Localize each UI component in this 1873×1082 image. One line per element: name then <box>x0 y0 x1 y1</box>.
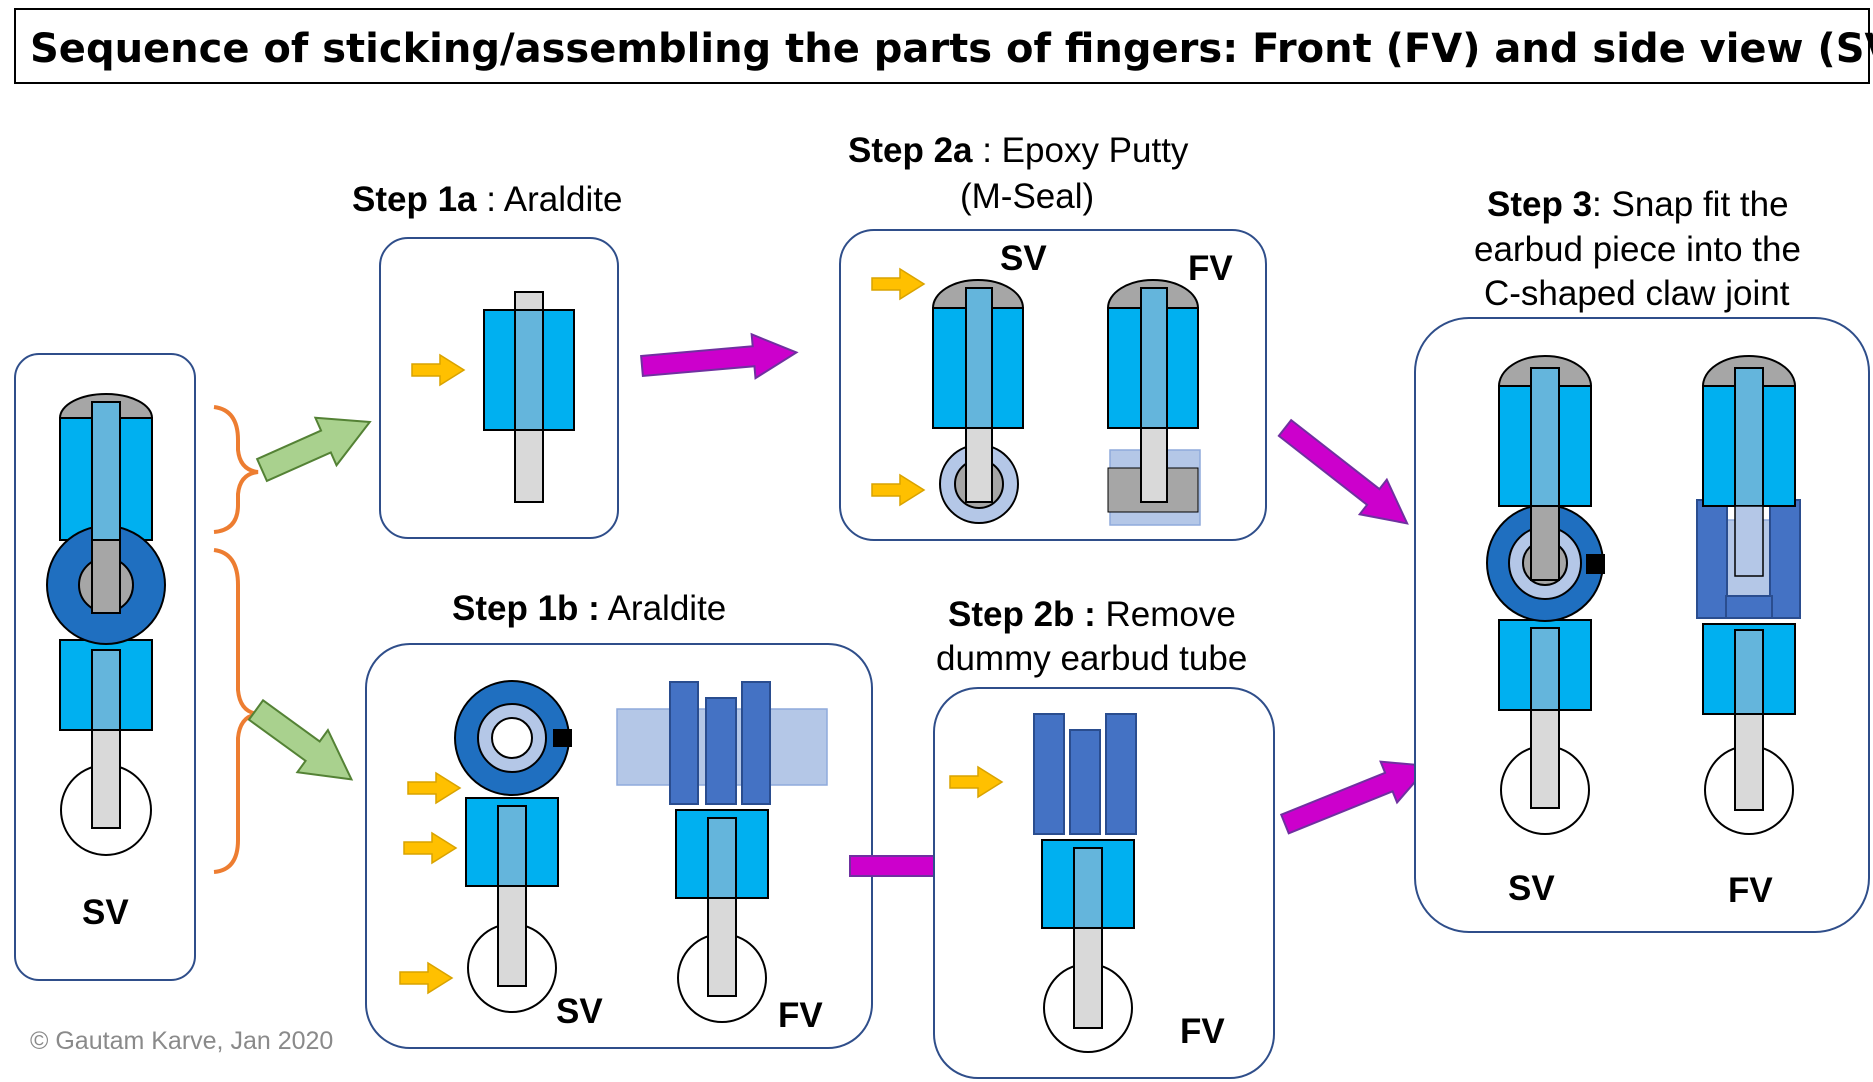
step1b-caption: Step 1b : Araldite <box>452 589 726 628</box>
step2b-caption-line1: Step 2b : Remove <box>948 595 1236 634</box>
step2a-sv-label: SV <box>1000 239 1047 278</box>
arrow-2b-to-3 <box>1275 744 1438 846</box>
part-step3-sv <box>1486 355 1605 835</box>
part-step3-fv <box>1696 355 1801 835</box>
step1b-sv-label: SV <box>556 992 603 1031</box>
arrow-to-step1b <box>239 687 368 802</box>
finger-sv-start <box>46 393 166 856</box>
step2b-fv-label: FV <box>1180 1012 1225 1051</box>
arrow-1a-to-2a <box>639 329 800 389</box>
title-box <box>14 8 1870 84</box>
part-step2b-fv <box>1033 713 1137 1053</box>
arrow-2a-to-3 <box>1270 409 1422 542</box>
part-step2a-fv <box>1106 279 1201 526</box>
step3-caption-line1: Step 3: Snap fit the <box>1487 185 1789 224</box>
step2a-caption-line2: (M-Seal) <box>960 177 1094 216</box>
copyright-text: © Gautam Karve, Jan 2020 <box>30 1027 333 1055</box>
step3-caption-line3: C-shaped claw joint <box>1484 274 1790 313</box>
step2a-fv-label: FV <box>1188 249 1233 288</box>
panel-step3 <box>1414 317 1870 933</box>
page-title: Sequence of sticking/assembling the part… <box>30 26 1873 72</box>
step3-caption-line2: earbud piece into the <box>1474 230 1801 269</box>
start-sv-label: SV <box>82 893 129 932</box>
brace-bottom <box>213 548 259 874</box>
step1b-fv-label: FV <box>778 996 823 1035</box>
step3-sv-label: SV <box>1508 869 1555 908</box>
arrow-to-step1a <box>250 397 382 495</box>
part-step1b-fv <box>616 681 828 1023</box>
step3-fv-label: FV <box>1728 871 1773 910</box>
part-step1a <box>483 291 575 503</box>
step2a-caption-line1: Step 2a : Epoxy Putty <box>848 131 1189 170</box>
step1a-caption: Step 1a : Araldite <box>352 180 622 219</box>
part-step1b-sv <box>454 680 572 1013</box>
brace-top <box>213 405 259 534</box>
step2b-caption-line2: dummy earbud tube <box>936 639 1247 678</box>
part-step2a-sv <box>931 279 1025 524</box>
